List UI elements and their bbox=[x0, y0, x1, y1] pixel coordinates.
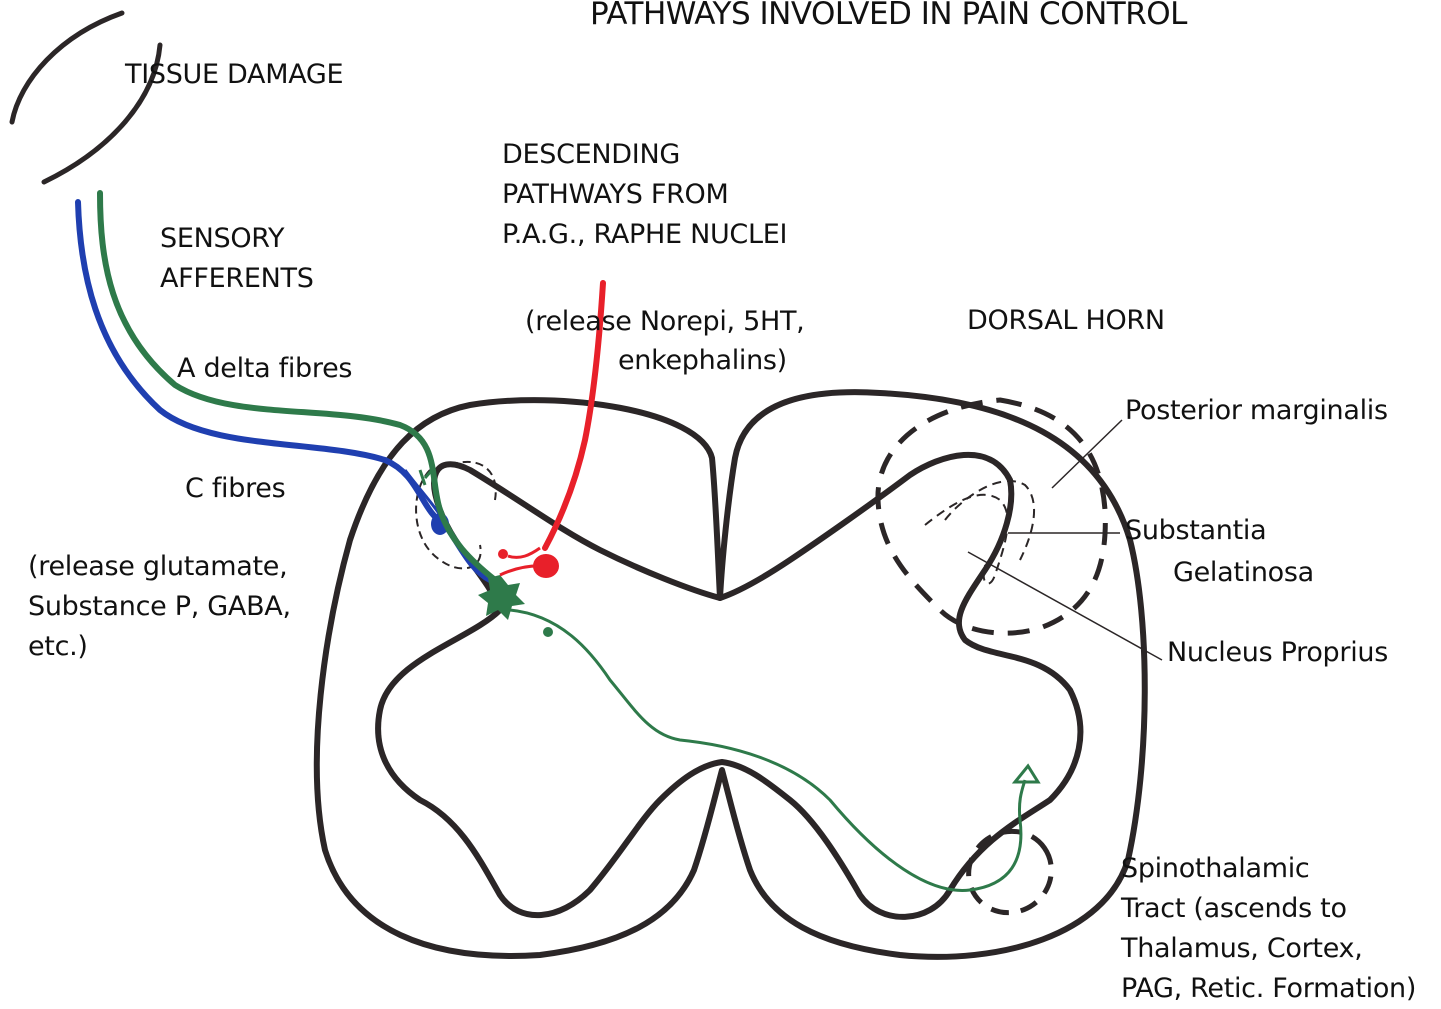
tissue-damage-arc-outer bbox=[12, 13, 122, 122]
c-fibres-label: C fibres bbox=[185, 469, 285, 509]
axon-dot bbox=[543, 627, 553, 637]
descending-label-line3: P.A.G., RAPHE NUCLEI bbox=[502, 215, 787, 255]
descending-branch bbox=[508, 548, 540, 557]
left-dorsal-horn-boundary bbox=[416, 470, 481, 568]
substantia-gelatinosa-label-line1: Substantia bbox=[1125, 511, 1266, 551]
dorsal-horn-label: DORSAL HORN bbox=[967, 301, 1165, 341]
posterior-marginalis-pointer bbox=[1052, 420, 1122, 488]
substantia-gelatinosa-label-line2: Gelatinosa bbox=[1173, 553, 1314, 593]
descending-label-line1: DESCENDING bbox=[502, 135, 680, 175]
ascending-arrowhead bbox=[1015, 766, 1038, 782]
a-delta-fibres-label: A delta fibres bbox=[177, 349, 352, 389]
nucleus-proprius-label: Nucleus Proprius bbox=[1167, 633, 1388, 673]
descending-synapse-dot bbox=[498, 549, 508, 559]
posterior-marginalis-label: Posterior marginalis bbox=[1125, 391, 1388, 431]
spinothalamic-label-line1: Spinothalamic bbox=[1121, 849, 1309, 889]
tissue-damage-label: TISSUE DAMAGE bbox=[125, 55, 343, 95]
spinothalamic-label-line2: Tract (ascends to bbox=[1121, 889, 1347, 929]
substantia-gelatinosa-inner-boundary bbox=[945, 481, 1034, 560]
descending-release-line2: enkephalins) bbox=[618, 341, 787, 381]
spinothalamic-label-line3: Thalamus, Cortex, bbox=[1121, 929, 1363, 969]
substantia-gelatinosa-boundary bbox=[925, 495, 1008, 584]
spinothalamic-label-line4: PAG, Retic. Formation) bbox=[1121, 969, 1416, 1009]
afferent-release-line1: (release glutamate, bbox=[28, 547, 287, 587]
descending-label-line2: PATHWAYS FROM bbox=[502, 175, 728, 215]
descending-release-line1: (release Norepi, 5HT, bbox=[525, 302, 804, 342]
spinal-cord-outline bbox=[317, 392, 1145, 957]
spinothalamic-axon bbox=[510, 610, 1025, 890]
afferent-release-line2: Substance P, GABA, bbox=[28, 587, 291, 627]
posterior-marginalis-boundary bbox=[878, 400, 1105, 633]
sensory-afferents-label-line2: AFFERENTS bbox=[160, 259, 314, 299]
diagram-title: PATHWAYS INVOLVED IN PAIN CONTROL bbox=[590, 0, 1187, 34]
gray-matter-outline bbox=[378, 455, 1080, 917]
sensory-afferents-label-line1: SENSORY bbox=[160, 219, 284, 259]
afferent-release-line3: etc.) bbox=[28, 627, 88, 667]
